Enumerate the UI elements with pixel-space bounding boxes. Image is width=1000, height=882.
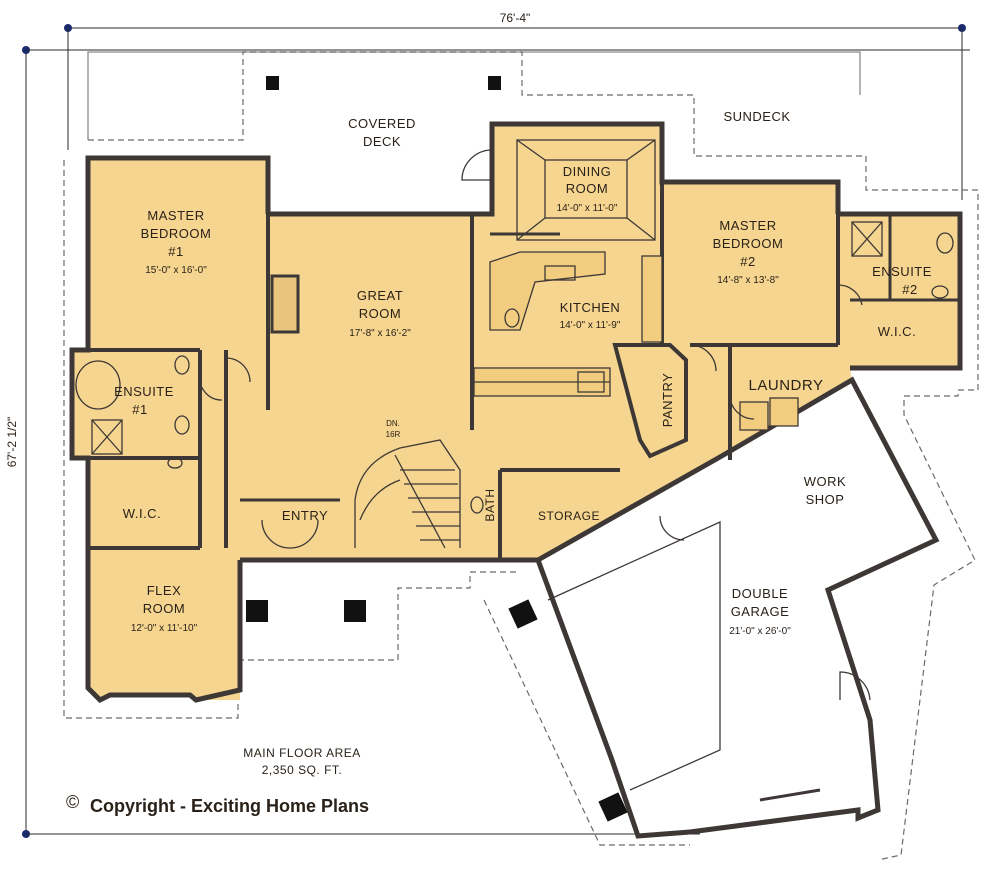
svg-text:ROOM: ROOM: [359, 306, 401, 321]
room-label-covered-deck: COVERED DECK: [348, 116, 416, 149]
room-label-storage: STORAGE: [538, 509, 600, 523]
garage-parking-outline: [547, 520, 721, 791]
room-label-master-bedroom-1: MASTER BEDROOM #1 15'-0" x 16'-0": [141, 208, 212, 276]
room-label-dining: DINING ROOM 14'-0" x 11'-0": [557, 164, 618, 214]
svg-text:ENSUITE: ENSUITE: [114, 384, 174, 399]
pantry-walls: [612, 343, 688, 459]
svg-text:COVERED: COVERED: [348, 116, 416, 131]
svg-text:14'-0" x 11'-0": 14'-0" x 11'-0": [557, 203, 618, 214]
room-label-master-bedroom-2: MASTER BEDROOM #2 14'-8" x 13'-8": [713, 218, 784, 286]
svg-text:BEDROOM: BEDROOM: [141, 226, 212, 241]
svg-text:21'-0" x 26'-0": 21'-0" x 26'-0": [729, 626, 791, 637]
room-label-flex-room: FLEX ROOM 12'-0" x 11'-10": [131, 583, 198, 634]
svg-text:#2: #2: [740, 254, 755, 269]
overall-depth-label: 67'-2 1/2": [5, 417, 19, 468]
room-label-double-garage: DOUBLE GARAGE 21'-0" x 26'-0": [729, 586, 791, 637]
svg-text:MAIN FLOOR AREA: MAIN FLOOR AREA: [243, 746, 361, 760]
svg-text:15'-0" x 16'-0": 15'-0" x 16'-0": [145, 265, 207, 276]
floor-fill: [72, 124, 960, 700]
garage-walls: [534, 376, 940, 839]
svg-text:DINING: DINING: [563, 164, 612, 179]
room-label-pantry: PANTRY: [660, 373, 675, 428]
room-label-ensuite-2: ENSUITE #2: [872, 264, 932, 297]
svg-text:#1: #1: [132, 402, 147, 417]
svg-text:14'-0" x 11'-9": 14'-0" x 11'-9": [560, 320, 621, 331]
room-label-sundeck: SUNDECK: [723, 109, 790, 124]
svg-text:FLEX: FLEX: [147, 583, 182, 598]
garage-window: [759, 788, 821, 802]
svg-text:WORK: WORK: [804, 474, 846, 489]
ensuite-fixtures: [75, 221, 954, 514]
svg-text:ROOM: ROOM: [143, 601, 185, 616]
svg-text:GREAT: GREAT: [357, 288, 403, 303]
room-label-kitchen: KITCHEN 14'-0" x 11'-9": [560, 300, 621, 331]
room-label-laundry: LAUNDRY: [749, 377, 824, 394]
stair-note: DN. 16R: [386, 419, 401, 439]
svg-text:BEDROOM: BEDROOM: [713, 236, 784, 251]
front-dashed-outline: [63, 160, 520, 719]
dimension-lines: [22, 24, 970, 838]
exterior-walls: [69, 121, 963, 704]
svg-text:SHOP: SHOP: [806, 492, 845, 507]
stair: [354, 439, 461, 549]
overall-width-label: 76'-4": [500, 11, 531, 25]
room-label-wic-1: W.I.C.: [123, 506, 161, 521]
deck-posts: [246, 76, 628, 822]
dining-ceiling: [516, 139, 656, 241]
room-label-great-room: GREAT ROOM 17'-8" x 16'-2": [349, 288, 411, 339]
room-label-wic-2: W.I.C.: [878, 324, 916, 339]
floor-area-note: MAIN FLOOR AREA 2,350 SQ. FT.: [243, 746, 361, 777]
svg-text:MASTER: MASTER: [719, 218, 776, 233]
svg-text:12'-0" x 11'-10": 12'-0" x 11'-10": [131, 623, 198, 634]
svg-text:MASTER: MASTER: [147, 208, 204, 223]
svg-text:14'-8" x 13'-8": 14'-8" x 13'-8": [717, 275, 779, 286]
interior-walls: [72, 182, 960, 560]
copyright-text: Copyright - Exciting Home Plans: [90, 796, 369, 816]
property-outline: [87, 51, 861, 140]
svg-text:ENSUITE: ENSUITE: [872, 264, 932, 279]
svg-text:DOUBLE: DOUBLE: [732, 586, 788, 601]
svg-text:2,350 SQ. FT.: 2,350 SQ. FT.: [262, 763, 343, 777]
svg-text:ROOM: ROOM: [566, 181, 608, 196]
svg-text:17'-8" x 16'-2": 17'-8" x 16'-2": [349, 328, 411, 339]
copyright-symbol: ©: [66, 792, 79, 812]
svg-text:DECK: DECK: [363, 134, 401, 149]
svg-text:#1: #1: [168, 244, 183, 259]
svg-text:16R: 16R: [386, 430, 401, 439]
svg-text:#2: #2: [902, 282, 917, 297]
kitchen-counters: [473, 251, 663, 397]
svg-text:KITCHEN: KITCHEN: [560, 300, 621, 315]
room-label-workshop: WORK SHOP: [804, 474, 846, 507]
room-label-ensuite-1: ENSUITE #1: [114, 384, 174, 417]
fireplace: [270, 274, 300, 334]
room-label-bath: BATH: [483, 488, 497, 521]
laundry-counters: [739, 397, 799, 431]
garage-apron-outline: [483, 599, 690, 846]
room-label-entry: ENTRY: [282, 508, 328, 523]
deck-dashed-outline: [88, 51, 979, 861]
svg-text:GARAGE: GARAGE: [731, 604, 790, 619]
svg-text:DN.: DN.: [386, 419, 400, 428]
